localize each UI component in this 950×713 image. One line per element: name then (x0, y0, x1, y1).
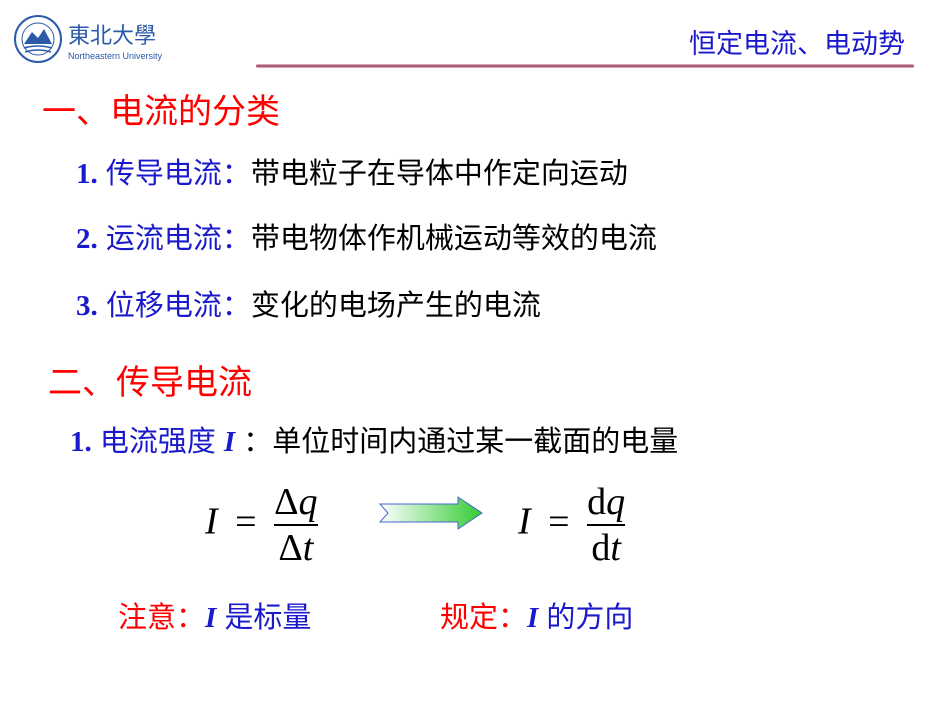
definition-line: 1. 电流强度 I ：单位时间内通过某一截面的电量 (70, 418, 678, 460)
current-symbol: I (527, 602, 539, 634)
note-scalar: 注意：I 是标量 (118, 594, 311, 636)
separator: ： (243, 426, 273, 458)
formula-equals: = (235, 500, 257, 543)
note-label: 规定： (440, 602, 528, 634)
header-divider (256, 64, 914, 68)
differential-d: d (591, 527, 611, 569)
item-desc: 带电粒子在导体中作定向运动 (250, 158, 628, 190)
delta: Δ (274, 481, 299, 523)
list-item: 2. 运流电流：带电物体作机械运动等效的电流 (76, 215, 657, 257)
current-symbol: I (223, 426, 236, 458)
list-item: 3. 位移电流：变化的电场产生的电流 (76, 282, 541, 324)
university-seal-icon (14, 15, 62, 63)
item-label: 电流强度 (99, 426, 216, 458)
list-item: 1. 传导电流：带电粒子在导体中作定向运动 (76, 150, 628, 192)
numerator-var: q (606, 481, 626, 523)
item-label: 位移电流： (105, 290, 251, 322)
item-desc: 单位时间内通过某一截面的电量 (272, 426, 679, 458)
formula-lhs: I (205, 500, 218, 543)
formula-equals: = (548, 500, 570, 543)
note-text: 是标量 (224, 602, 312, 634)
slide-header-title: 恒定电流、电动势 (689, 29, 905, 59)
note-direction: 规定：I 的方向 (440, 594, 633, 636)
fraction-bar (274, 524, 318, 526)
logo-subtext: Northeastern University (68, 51, 163, 61)
current-symbol: I (205, 602, 217, 634)
item-label: 运流电流： (105, 223, 251, 255)
item-number: 3. (76, 290, 98, 322)
numerator-var: q (298, 481, 318, 523)
section1-title: 一、电流的分类 (42, 93, 280, 131)
university-logo: 東北大學 Northeastern University (12, 14, 162, 64)
logo-text: 東北大學 (68, 23, 157, 48)
formula-lhs: I (518, 500, 531, 543)
delta: Δ (278, 527, 303, 569)
section2-title: 二、传导电流 (48, 364, 252, 402)
item-desc: 带电物体作机械运动等效的电流 (250, 223, 657, 255)
note-text: 的方向 (546, 602, 634, 634)
fraction-bar (587, 524, 626, 526)
right-arrow-icon (378, 496, 483, 530)
item-desc: 变化的电场产生的电流 (250, 290, 541, 322)
differential-d: d (587, 481, 607, 523)
item-number: 1. (76, 158, 98, 190)
note-label: 注意： (118, 602, 206, 634)
denominator-var: t (302, 527, 314, 569)
item-number: 1. (70, 426, 92, 458)
item-label: 传导电流： (105, 158, 251, 190)
item-number: 2. (76, 223, 98, 255)
denominator-var: t (610, 527, 621, 569)
